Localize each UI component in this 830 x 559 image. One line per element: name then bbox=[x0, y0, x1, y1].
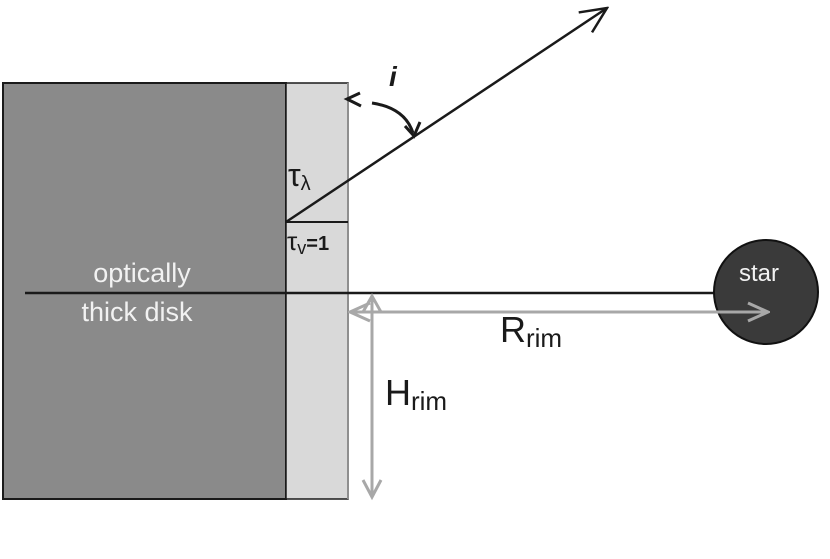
tau-v-label: τv=1 bbox=[287, 226, 329, 258]
star-label: star bbox=[739, 260, 779, 287]
optically-thick-disk bbox=[2, 82, 287, 500]
tau-lambda-label: τλ bbox=[288, 157, 311, 195]
h-rim-label: Hrim bbox=[385, 372, 447, 416]
r-rim-label: Rrim bbox=[500, 309, 562, 353]
h-rim-arrowhead-top bbox=[361, 292, 383, 313]
h-rim-arrowhead-bottom bbox=[361, 479, 383, 501]
inner-rim bbox=[285, 82, 349, 500]
inclination-arrowhead-right bbox=[403, 121, 422, 139]
inclination-label: i bbox=[389, 61, 398, 92]
disk-label-line2: thick disk bbox=[81, 297, 193, 327]
inclination-arc bbox=[371, 101, 415, 134]
disk-label-line1: optically bbox=[93, 258, 191, 288]
inclination-arrowhead-left bbox=[343, 91, 362, 108]
star-circle bbox=[713, 239, 819, 345]
line-of-sight-arrow bbox=[285, 8, 607, 224]
